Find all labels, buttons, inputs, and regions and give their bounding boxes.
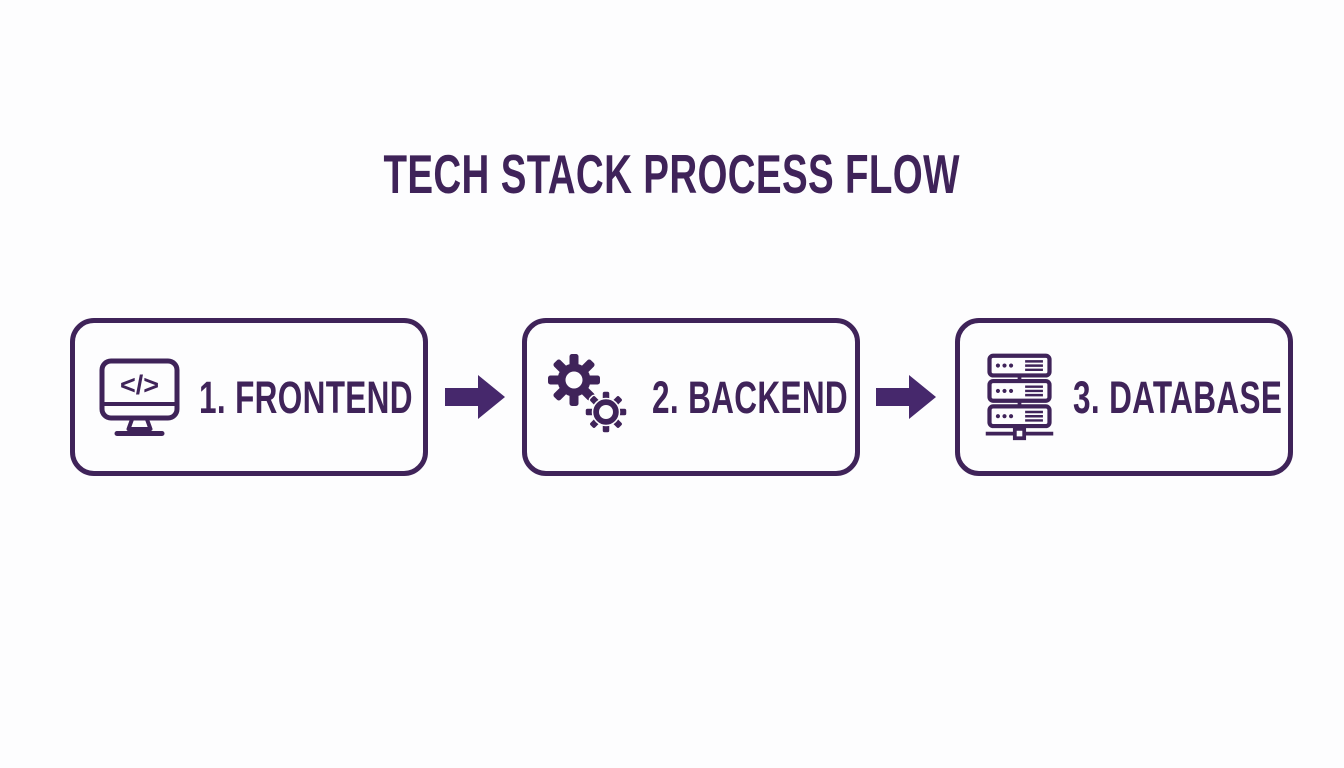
server-stack-icon <box>981 352 1058 442</box>
gears-icon <box>545 354 637 440</box>
gear-large <box>548 354 600 406</box>
server-unit <box>987 353 1052 378</box>
page-title-text: TECH STACK PROCESS FLOW <box>383 143 961 205</box>
server-unit <box>987 404 1052 429</box>
step-box-backend: 2. BACKEND <box>522 318 860 476</box>
step-label-frontend: 1. FRONTEND <box>199 371 413 423</box>
step-label-backend: 2. BACKEND <box>652 371 849 423</box>
step-box-frontend: </> 1. FRONTEND <box>70 318 428 476</box>
server-unit <box>987 378 1052 403</box>
step-label-database: 3. DATABASE <box>1073 371 1283 423</box>
arrow-right-icon <box>876 375 936 419</box>
code-brackets-glyph: </> <box>120 370 159 400</box>
monitor-code-icon: </> <box>98 357 184 437</box>
page-title: TECH STACK PROCESS FLOW <box>0 147 1344 202</box>
arrow-right-icon <box>445 375 505 419</box>
step-box-database: 3. DATABASE <box>955 318 1293 476</box>
